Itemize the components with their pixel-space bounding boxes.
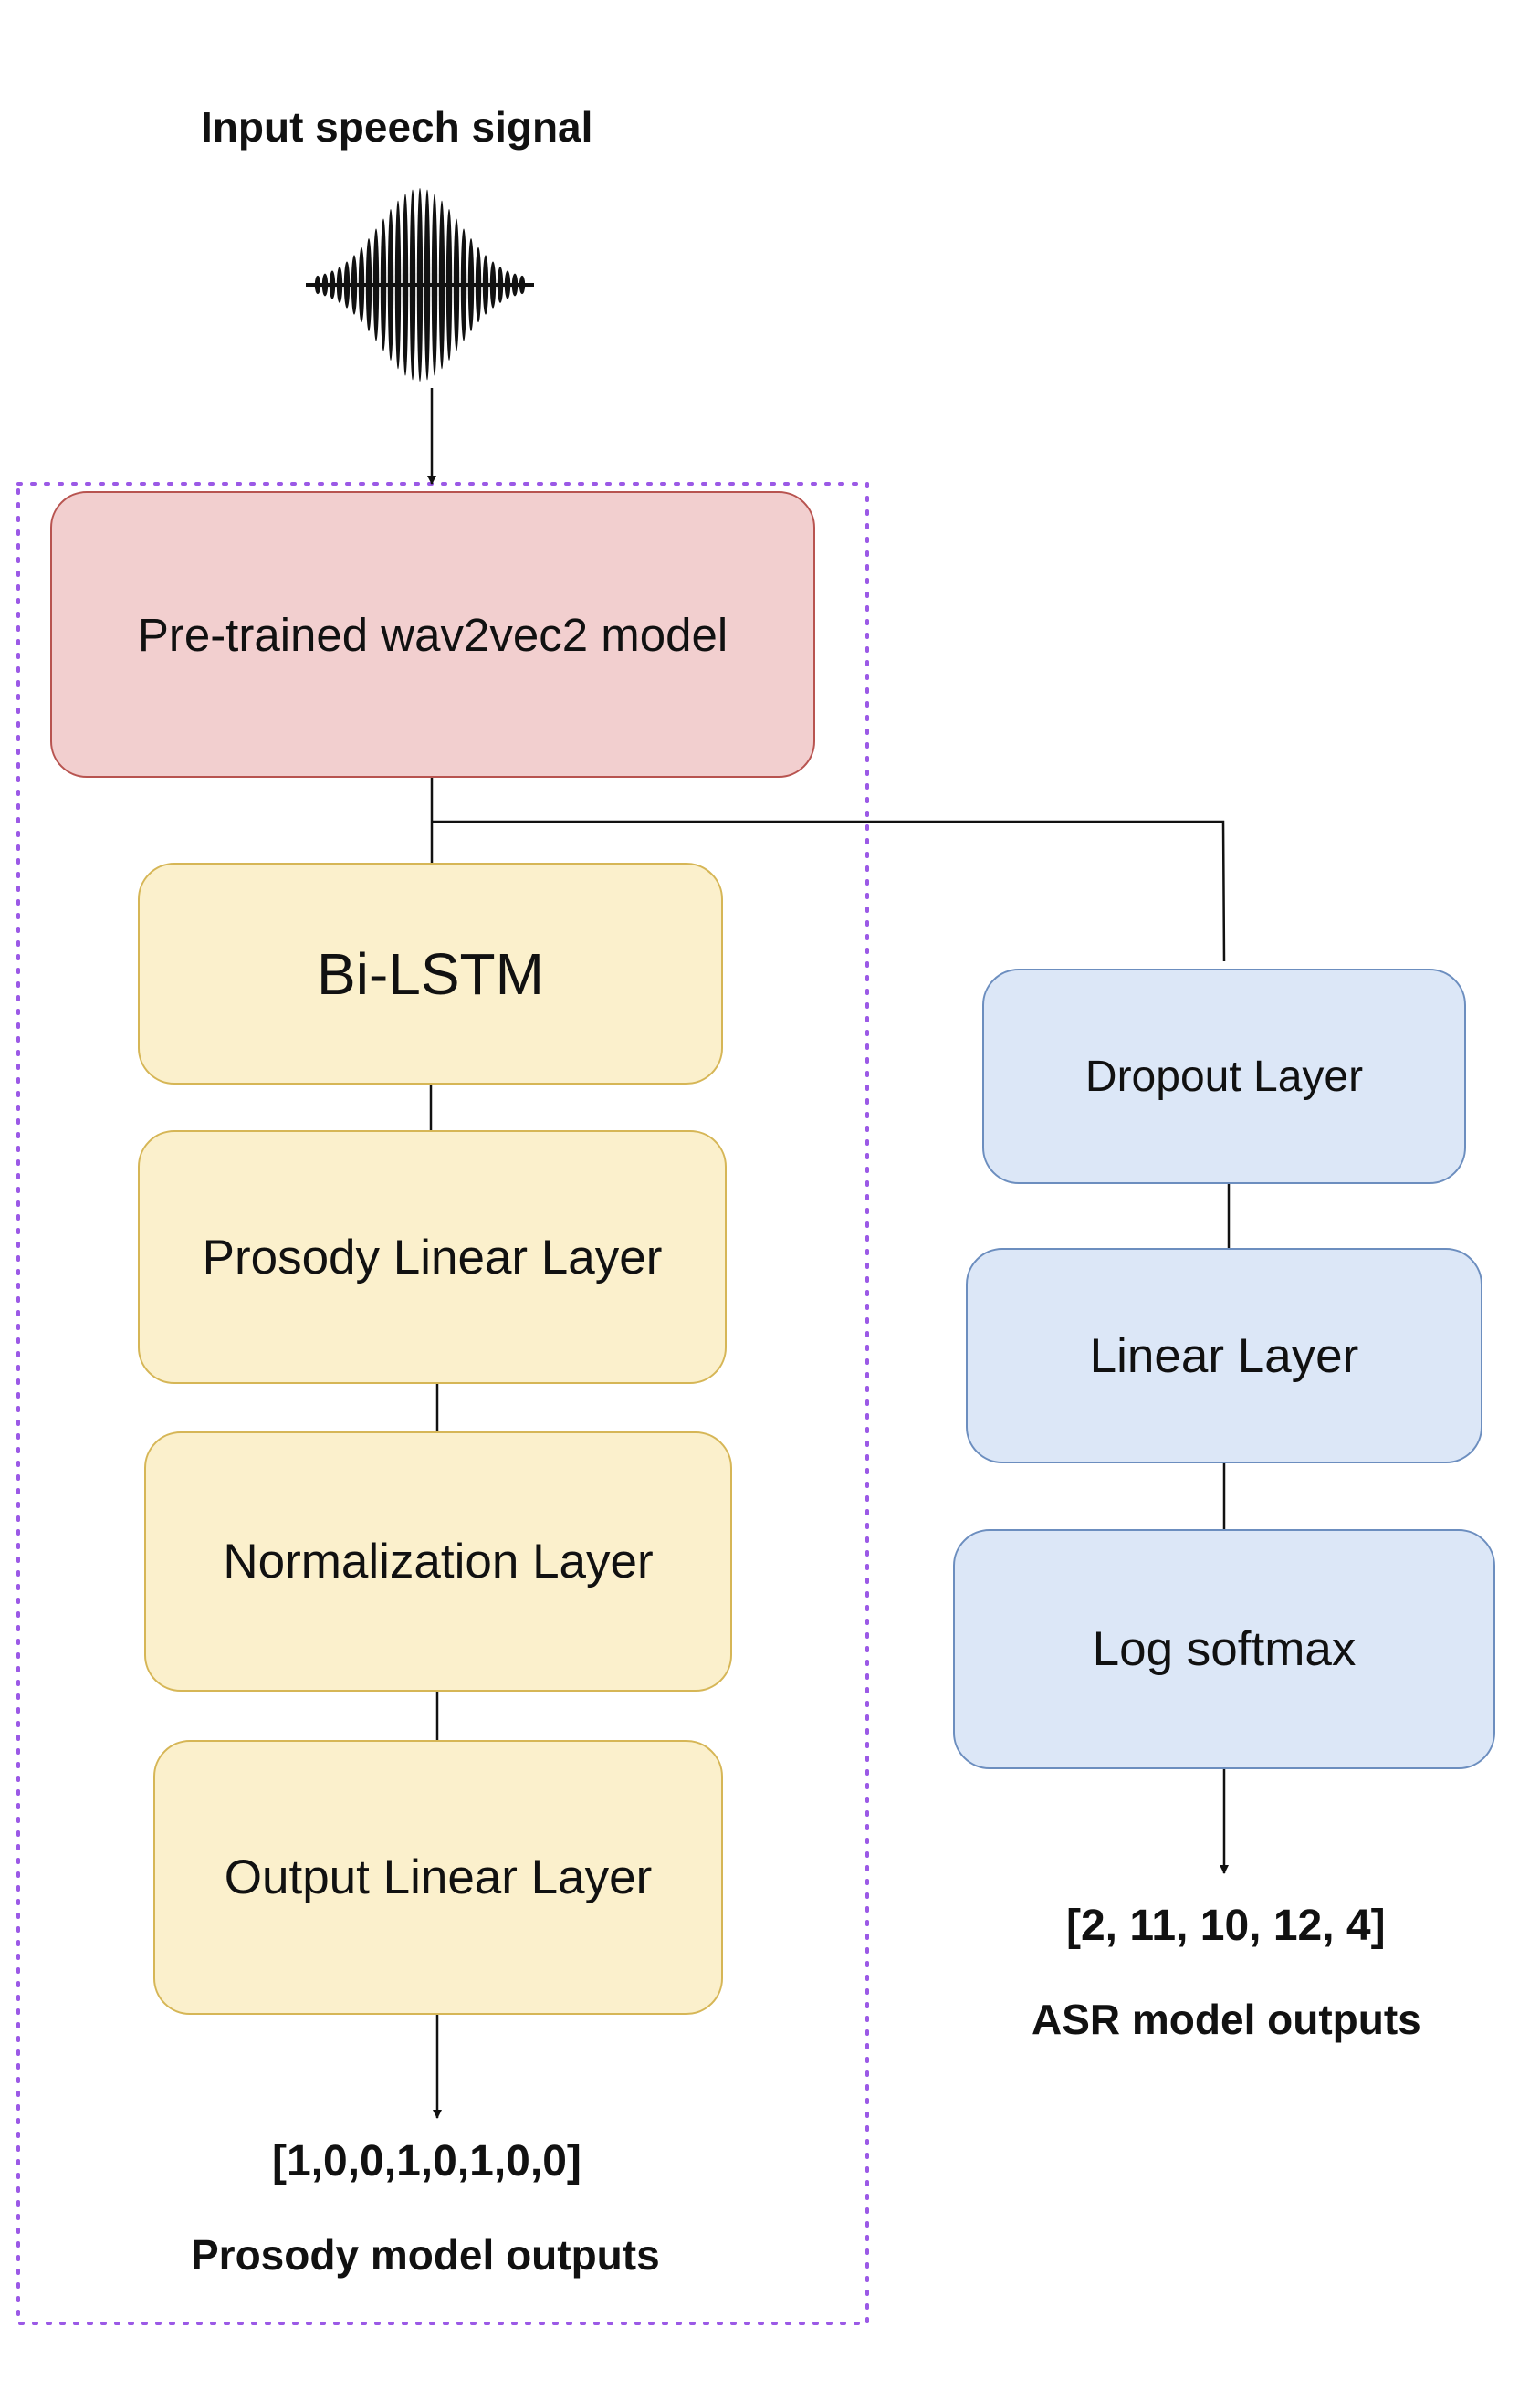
- waveform-lobe: [504, 270, 511, 299]
- waveform-lobe: [438, 200, 445, 370]
- waveform-lobe: [402, 194, 409, 376]
- wav2vec2-model-box: Pre-trained wav2vec2 model: [50, 491, 815, 778]
- normalization-layer-box: Normalization Layer: [144, 1431, 732, 1692]
- waveform-lobe: [467, 238, 475, 331]
- bilstm-box: Bi-LSTM: [138, 863, 723, 1085]
- waveform-lobe: [519, 275, 526, 295]
- waveform-lobe: [358, 246, 365, 323]
- waveform-lobe: [475, 246, 482, 323]
- prosody-group-border: [16, 482, 869, 2325]
- prosody-output-caption: Prosody model outputs: [191, 2231, 660, 2279]
- waveform-lobe: [329, 270, 336, 299]
- log-softmax-label: Log softmax: [1092, 1622, 1357, 1676]
- asr-output-caption: ASR model outputs: [1032, 1996, 1421, 2043]
- waveform-lobe: [445, 208, 453, 362]
- waveform-lobe: [351, 255, 358, 315]
- waveform-lobe: [336, 267, 343, 303]
- waveform-lobe: [431, 194, 438, 376]
- dropout-layer-label: Dropout Layer: [1084, 1052, 1364, 1101]
- waveform-lobe: [453, 218, 460, 351]
- prosody-linear-layer-box: Prosody Linear Layer: [138, 1130, 727, 1384]
- bilstm-label: Bi-LSTM: [317, 940, 544, 1007]
- waveform-lobe: [482, 255, 489, 315]
- log-softmax-box: Log softmax: [953, 1529, 1495, 1769]
- waveform-lobe: [365, 238, 372, 331]
- dropout-layer-box: Dropout Layer: [982, 969, 1466, 1184]
- waveform-lobe: [511, 273, 519, 297]
- waveform-lobe: [321, 273, 329, 297]
- waveform-lobe: [497, 267, 504, 303]
- waveform-lobe: [416, 188, 424, 382]
- waveform-lobe: [489, 261, 497, 309]
- input-speech-signal-title: Input speech signal: [201, 103, 593, 151]
- asr-output-value: [2, 11, 10, 12, 4]: [1066, 1902, 1386, 1950]
- connector-wav2vec2-dropout: [432, 820, 1226, 962]
- waveform-lobe: [314, 275, 321, 295]
- waveform-lobe: [460, 228, 467, 341]
- waveform-lobe: [343, 261, 351, 309]
- waveform-icon: [306, 188, 534, 382]
- waveform-lobe: [409, 189, 416, 381]
- wav2vec2-model-label: Pre-trained wav2vec2 model: [137, 608, 728, 661]
- waveform-lobe: [424, 189, 431, 381]
- waveform-lobe: [394, 200, 402, 370]
- linear-layer-box: Linear Layer: [966, 1248, 1482, 1463]
- linear-layer-label: Linear Layer: [1089, 1328, 1359, 1383]
- prosody-linear-layer-label: Prosody Linear Layer: [202, 1230, 663, 1284]
- waveform-lobe: [372, 228, 380, 341]
- output-linear-layer-box: Output Linear Layer: [153, 1740, 723, 2015]
- prosody-output-value: [1,0,0,1,0,1,0,0]: [272, 2137, 581, 2186]
- output-linear-layer-label: Output Linear Layer: [224, 1850, 653, 1904]
- waveform-lobe: [380, 218, 387, 351]
- waveform-lobe: [387, 208, 394, 362]
- normalization-layer-label: Normalization Layer: [223, 1535, 654, 1588]
